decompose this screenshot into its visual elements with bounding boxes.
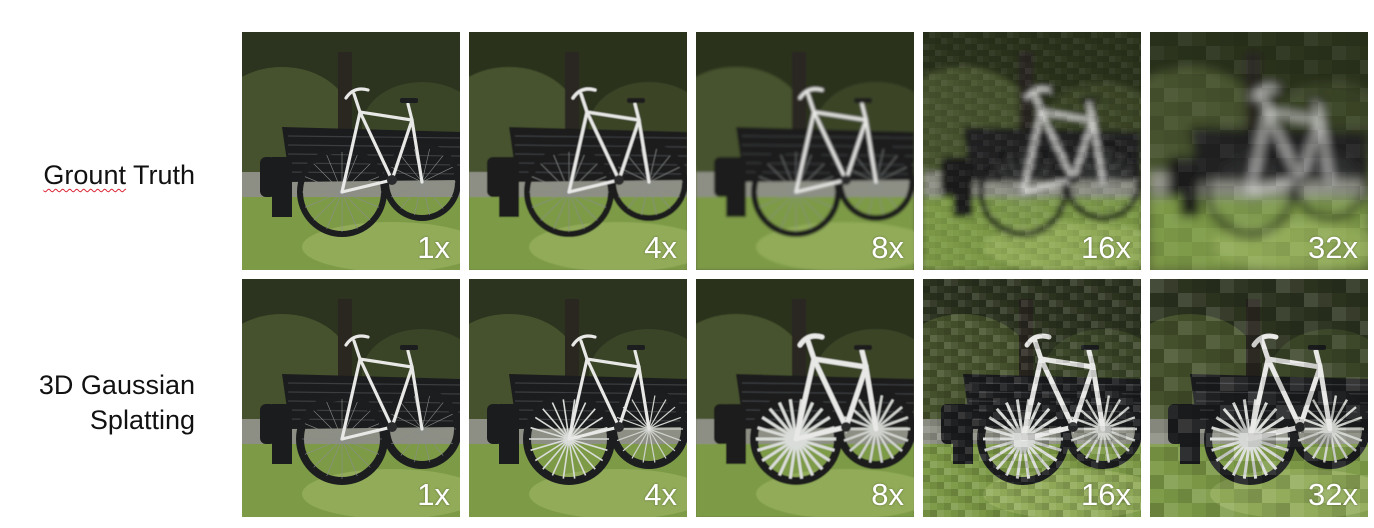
tile-scale-label: 16x: [1081, 230, 1131, 265]
tile-ground-truth-4x: 4x: [469, 32, 687, 270]
pixel-grid: [923, 32, 1141, 270]
row-label-ground-truth: Grount Truth: [43, 158, 195, 193]
bicycle: [1204, 333, 1368, 485]
scene-image: [696, 32, 914, 270]
tile-scale-label: 16x: [1081, 477, 1131, 512]
tile-scale-label: 8x: [871, 477, 904, 512]
scene-image: [923, 32, 1141, 270]
scene-image: [1150, 32, 1368, 270]
bicycle: [524, 87, 687, 237]
tile-scale-label: 8x: [871, 230, 904, 265]
tile-scale-label: 4x: [644, 477, 677, 512]
ground-truth-row: 1x 4x 8x 16x 32x: [242, 32, 1368, 270]
row-label-ground-truth-rest: Truth: [125, 160, 195, 190]
bicycle: [751, 87, 914, 237]
scene-image: [696, 279, 914, 517]
bicycle: [296, 334, 460, 485]
row-label-line: 3D Gaussian: [38, 370, 195, 400]
bicycle: [977, 333, 1141, 485]
pixel-grid: [1150, 279, 1368, 517]
scene-image: [1150, 279, 1368, 517]
pixel-grid: [1150, 32, 1368, 270]
gaussian-splatting-row: 1x 4x 8x 16x 32x: [242, 279, 1368, 517]
bicycle: [297, 87, 460, 237]
scene-image: [469, 32, 687, 270]
scene-image: [469, 279, 687, 517]
tile-3dgs-8x: 8x: [696, 279, 914, 517]
tile-scale-label: 1x: [417, 230, 450, 265]
tile-scale-label: 32x: [1308, 230, 1358, 265]
tile-ground-truth-1x: 1x: [242, 32, 460, 270]
tile-scale-label: 1x: [417, 477, 450, 512]
bicycle: [750, 333, 914, 485]
scene-image: [923, 279, 1141, 517]
tile-ground-truth-16x: 16x: [923, 32, 1141, 270]
bicycle: [978, 87, 1141, 237]
scene-image: [242, 32, 460, 270]
bicycle: [523, 334, 687, 485]
pixel-grid: [923, 279, 1141, 517]
tile-3dgs-32x: 32x: [1150, 279, 1368, 517]
scene-image: [242, 279, 460, 517]
tile-ground-truth-32x: 32x: [1150, 32, 1368, 270]
tile-3dgs-1x: 1x: [242, 279, 460, 517]
tile-ground-truth-8x: 8x: [696, 32, 914, 270]
comparison-grid: 1x 4x 8x 16x 32x 1x 4x 8x 16x 32x: [242, 32, 1368, 517]
row-label-line: Splatting: [89, 405, 195, 435]
row-label-3d-gaussian-splatting: 3D Gaussian Splatting: [39, 368, 195, 438]
tile-3dgs-4x: 4x: [469, 279, 687, 517]
bicycle: [1205, 87, 1368, 237]
tile-scale-label: 32x: [1308, 477, 1358, 512]
tile-3dgs-16x: 16x: [923, 279, 1141, 517]
row-label-ground-truth-word: Grount: [43, 160, 126, 190]
tile-scale-label: 4x: [644, 230, 677, 265]
